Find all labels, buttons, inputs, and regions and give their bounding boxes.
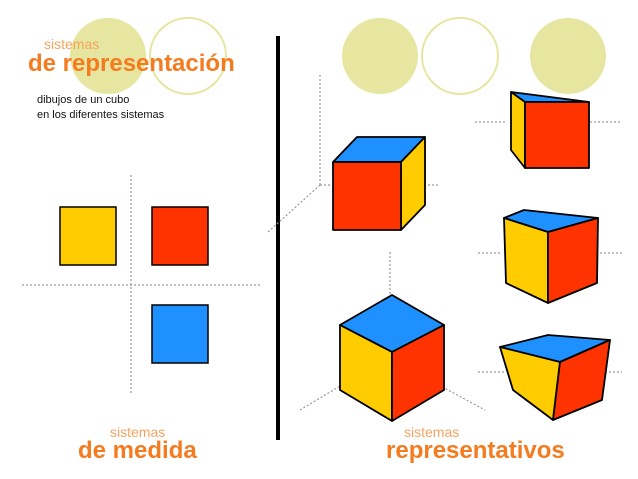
dimetric-cube: [503, 209, 599, 304]
cube-face-front: [524, 101, 590, 169]
cube-face-front: [332, 161, 402, 231]
page-title: de representación: [28, 50, 235, 77]
isometric-cube: [339, 294, 445, 422]
description-line-2: en los diferentes sistemas: [37, 109, 165, 121]
cube-face-side: [510, 91, 526, 169]
cavalier-cube: [332, 136, 426, 231]
decor-circle: [149, 17, 227, 95]
top-view-square: [151, 304, 209, 364]
decor-circle: [342, 18, 418, 94]
right-caption-small: sistemas: [404, 424, 460, 440]
left-caption-small: sistemas: [110, 424, 166, 440]
left-caption: de medida: [78, 437, 197, 464]
right-caption: representativos: [386, 437, 565, 464]
projection-guides: [22, 175, 262, 395]
decor-circle: [70, 18, 146, 94]
front-view-square: [59, 206, 117, 266]
oblique-cube-top-right: [510, 91, 590, 169]
description-line-1: dibujos de un cubo: [37, 94, 130, 106]
multiview-projection: [59, 206, 209, 364]
cube-face-right: [552, 339, 611, 421]
cube-face-right: [391, 324, 445, 422]
title-small: sistemas: [44, 36, 100, 52]
decorative-circles: [70, 17, 606, 95]
side-view-square: [151, 206, 209, 266]
cube-face-left: [503, 217, 549, 304]
trimetric-cube: [499, 334, 611, 421]
decor-circle: [421, 17, 499, 95]
cube-face-right: [547, 217, 599, 304]
decor-circle: [530, 18, 606, 94]
